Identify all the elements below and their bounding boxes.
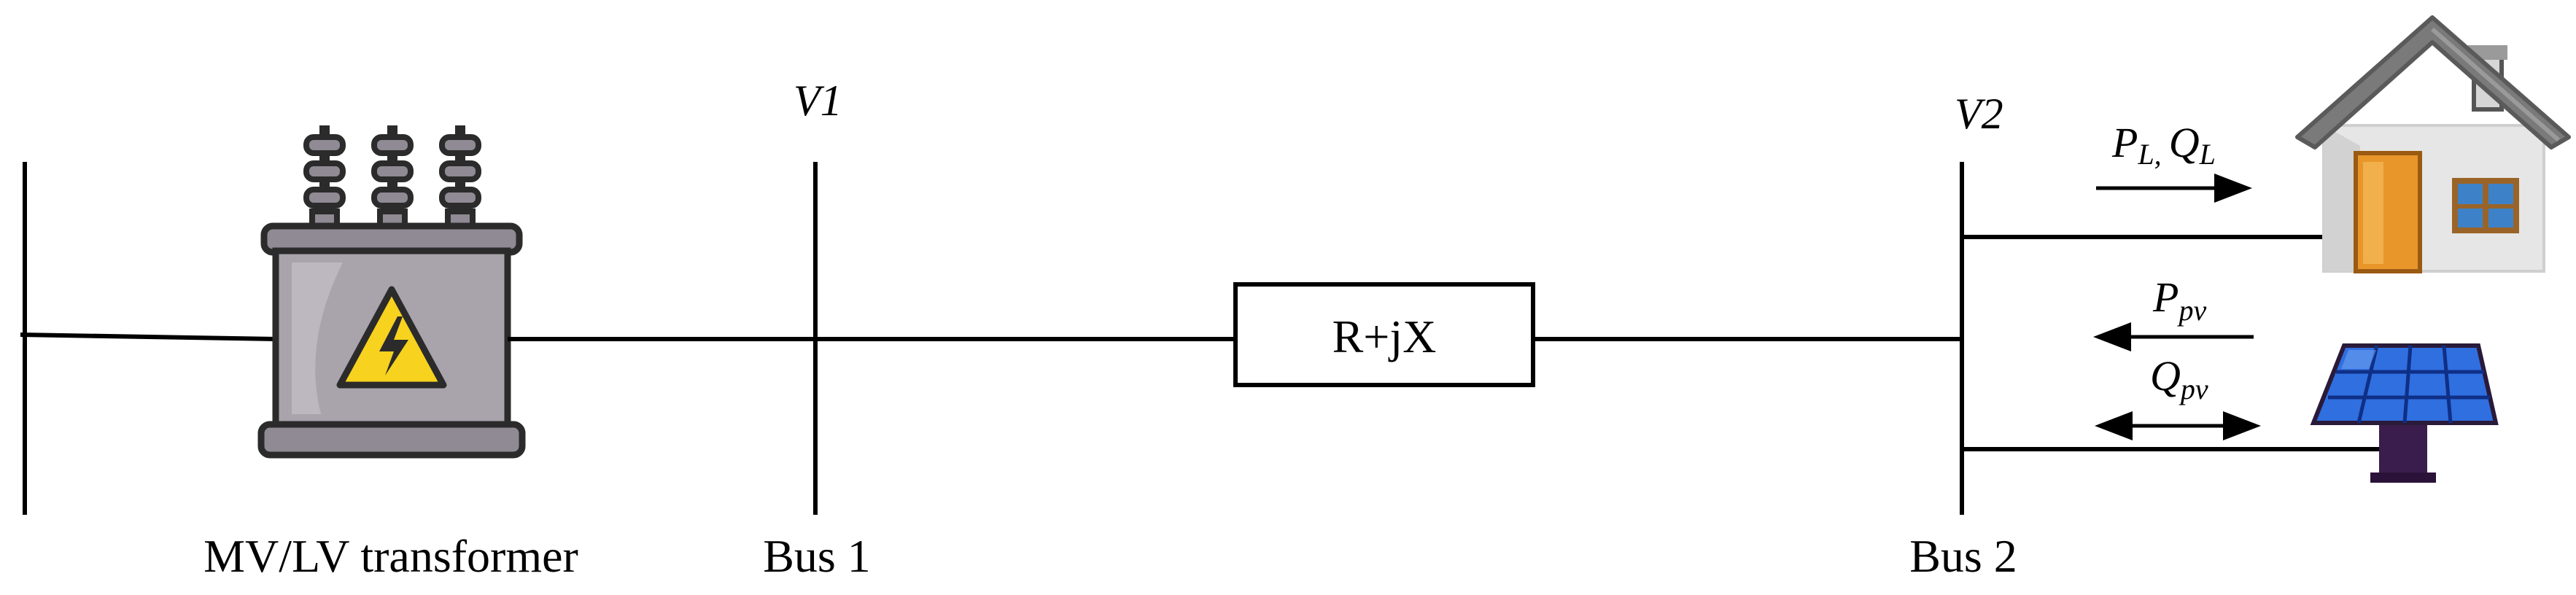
load-power-arrow (2096, 174, 2252, 203)
pv-p-label: Ppv (2152, 273, 2206, 327)
load-p-subscript: L, (2137, 138, 2161, 171)
house-window (2452, 178, 2519, 233)
pv-q-label: Qpv (2150, 352, 2208, 405)
pv-q-symbol: Q (2150, 352, 2181, 400)
bus2-label: Bus 2 (1909, 530, 2017, 582)
high-voltage-icon (336, 286, 447, 389)
house-icon (2295, 15, 2571, 273)
pv-reactive-power-arrow (2095, 411, 2261, 440)
impedance-box (1233, 282, 1535, 387)
pv-p-symbol: P (2152, 273, 2179, 321)
impedance-label: R+jX (1332, 311, 1437, 362)
v2-label: V2 (1955, 90, 2003, 138)
transformer-base (257, 421, 526, 459)
bushing-left (303, 125, 346, 230)
bushing-right (439, 125, 481, 230)
v1-label: V1 (794, 77, 842, 125)
house-roof (2295, 15, 2571, 149)
load-p-symbol: P (2111, 119, 2138, 166)
solar-panel-icon (2310, 343, 2499, 483)
source-feeder-line (20, 332, 278, 341)
load-q-symbol: Q (2169, 119, 2200, 166)
load-q-subscript: L (2199, 138, 2216, 171)
pv-p-subscript: pv (2176, 294, 2206, 327)
load-power-label: PL,QL (2111, 119, 2216, 171)
pv-active-power-arrow (2093, 322, 2254, 351)
pv-q-subscript: pv (2179, 373, 2208, 405)
transformer-icon (257, 125, 526, 459)
transformer-label: MV/LV transformer (203, 530, 578, 582)
solar-stand (2379, 419, 2427, 481)
bus1-label: Bus 1 (763, 530, 871, 582)
bushing-middle (371, 125, 414, 230)
